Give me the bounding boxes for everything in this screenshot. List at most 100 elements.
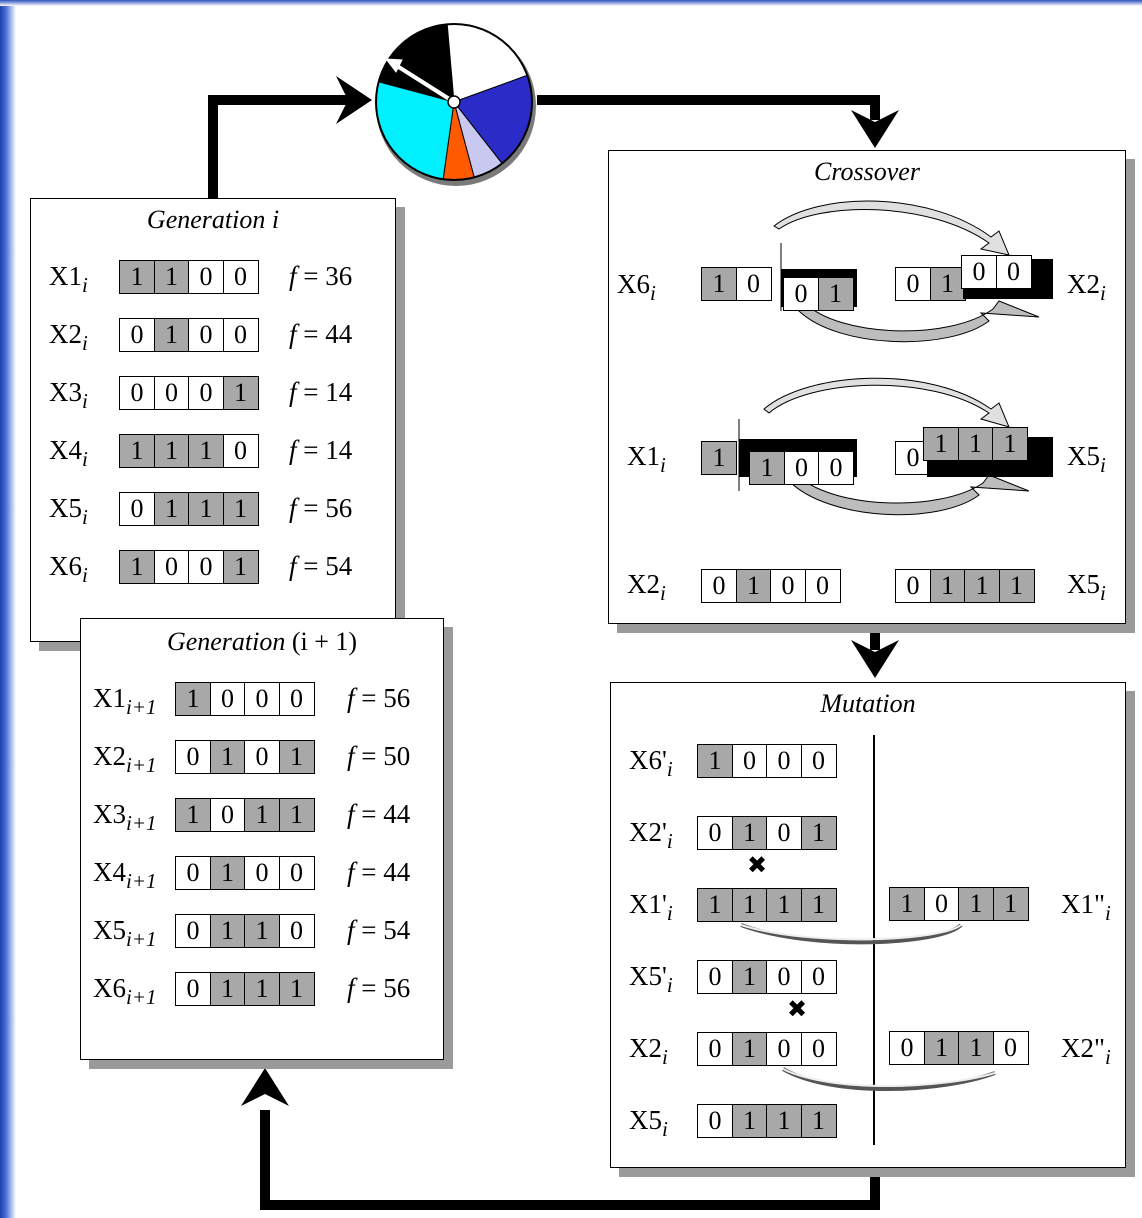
bit-cell: 0 [770, 569, 806, 603]
mutation-label-5: X2i [629, 1033, 668, 1069]
bit-cell: 0 [889, 1031, 925, 1065]
bit-cell: 1 [188, 492, 224, 526]
crossover-pair1-left-label: X6i [617, 269, 656, 305]
bit-cell: 1 [697, 744, 733, 778]
bit-cell: 1 [697, 888, 733, 922]
crossover-result-left-label: X2i [627, 569, 666, 605]
bit-cell: 1 [992, 427, 1028, 461]
bit-cell: 0 [961, 255, 997, 289]
crossover-pair2-left-head: 1 [701, 441, 737, 475]
arrow-gen-to-wheel [208, 95, 365, 200]
bit-cell: 1 [119, 260, 155, 294]
crossover-pair2-left-label: X1i [627, 441, 666, 477]
bit-cell: 0 [783, 451, 820, 485]
bit-cell: 0 [731, 744, 768, 778]
bit-cell: 0 [800, 1032, 837, 1066]
bit-cell: 0 [800, 744, 837, 778]
bit-cell: 1 [222, 492, 259, 526]
mutation-label-4: X5'i [629, 961, 673, 997]
gen-i-label-2: X2i [49, 319, 88, 355]
bit-cell: 1 [222, 550, 259, 584]
bit-cell: 1 [958, 1031, 994, 1065]
crossover-title: Crossover [814, 157, 920, 186]
bit-cell: 0 [175, 856, 211, 890]
mutation-mark-1: ✖ [747, 853, 768, 879]
bit-cell: 0 [895, 441, 931, 475]
bit-cell: 0 [119, 318, 155, 352]
bit-cell: 1 [153, 492, 190, 526]
bit-cell: 1 [119, 434, 155, 468]
bit-cell: 0 [278, 914, 315, 948]
wheel-pointer-head [384, 58, 403, 73]
gen-next-fitness-1: f = 56 [347, 683, 411, 713]
bit-cell: 0 [992, 1031, 1029, 1065]
arrowhead-to-wheel [336, 76, 372, 124]
wheel-pointer [392, 62, 456, 104]
mutation-label-2: X2'i [629, 817, 673, 853]
gen-next-label-6: X6i+1 [93, 973, 157, 1009]
wheel-hub [447, 95, 461, 109]
mutation-arrows [740, 923, 996, 1091]
gen-next-label-3: X3i+1 [93, 799, 157, 835]
bit-cell: 1 [278, 972, 315, 1006]
gen-next-label-2: X2i+1 [93, 741, 157, 777]
bit-cell: 0 [783, 277, 819, 311]
bit-cell: 1 [209, 914, 246, 948]
gen-i-label-1: X1i [49, 261, 88, 297]
bit-cell: 1 [958, 887, 994, 921]
generation-next-title: Generation (i + 1) [81, 627, 443, 657]
bit-cell: 0 [697, 1032, 733, 1066]
bit-cell: 1 [731, 1032, 768, 1066]
crossover-pair2-right-label: X5i [1067, 441, 1106, 477]
bit-cell: 0 [244, 740, 280, 774]
bit-cell: 0 [278, 682, 315, 716]
bit-cell: 0 [119, 492, 155, 526]
mutated-label-2: X2"i [1061, 1033, 1111, 1069]
bit-cell: 1 [222, 376, 259, 410]
gen-next-label-1: X1i+1 [93, 683, 157, 719]
bit-cell: 1 [209, 740, 246, 774]
bit-cell: 1 [153, 318, 190, 352]
bit-cell: 1 [735, 569, 772, 603]
bit-cell: 1 [998, 569, 1035, 603]
mutation-mark-2: ✖ [787, 997, 808, 1023]
bit-cell: 0 [735, 267, 772, 301]
bit-cell: 0 [244, 682, 280, 716]
bit-cell: 1 [244, 972, 280, 1006]
bit-cell: 0 [209, 682, 246, 716]
bit-cell: 0 [766, 1032, 802, 1066]
bit-cell: 0 [175, 972, 211, 1006]
gen-i-fitness-3: f = 14 [289, 377, 353, 407]
gen-next-label-5: X5i+1 [93, 915, 157, 951]
bit-cell: 0 [697, 1104, 733, 1138]
bit-cell: 1 [153, 434, 190, 468]
bit-cell: 0 [766, 816, 802, 850]
bit-cell: 1 [244, 798, 280, 832]
bit-cell: 0 [188, 318, 224, 352]
bit-cell: 0 [278, 856, 315, 890]
bit-cell: 1 [188, 434, 224, 468]
bit-cell: 1 [929, 569, 966, 603]
generation-next-title-prefix: Generation [166, 627, 286, 656]
bit-cell: 0 [222, 318, 259, 352]
bit-cell: 0 [766, 960, 802, 994]
